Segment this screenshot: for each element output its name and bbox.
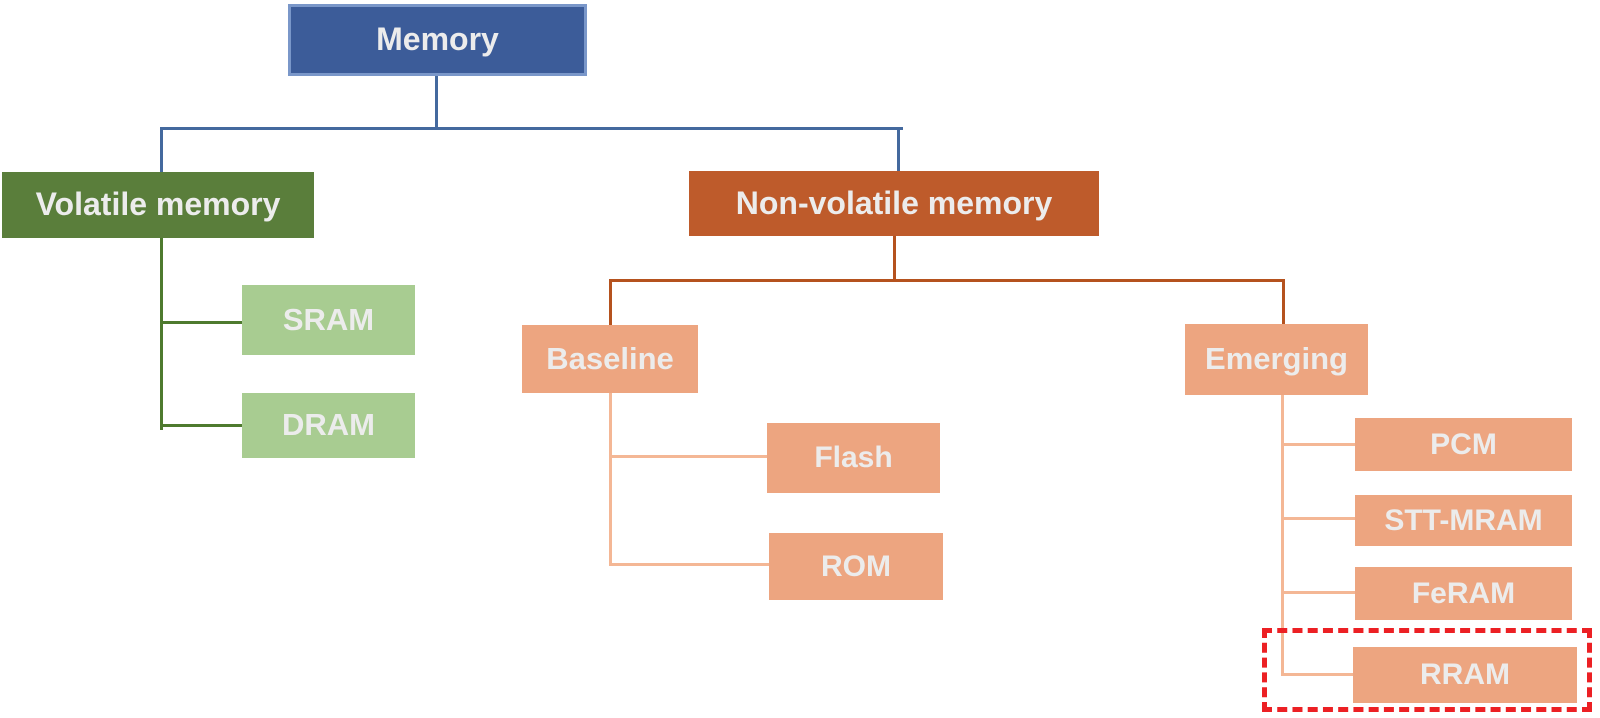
node-flash-label: Flash bbox=[814, 441, 893, 475]
connector-to-sram bbox=[160, 321, 244, 324]
node-stt-mram-label: STT-MRAM bbox=[1384, 503, 1543, 537]
node-nonvolatile-memory: Non-volatile memory bbox=[689, 171, 1099, 236]
node-sram: SRAM bbox=[242, 285, 415, 355]
node-emerging: Emerging bbox=[1185, 324, 1368, 395]
node-flash: Flash bbox=[767, 423, 940, 493]
node-sram-label: SRAM bbox=[282, 301, 375, 337]
node-feram-label: FeRAM bbox=[1411, 576, 1516, 610]
connector-nonvolatile-stem bbox=[893, 236, 896, 282]
node-rom-label: ROM bbox=[821, 549, 891, 583]
connector-to-rram bbox=[1281, 673, 1355, 676]
connector-to-emerging bbox=[1282, 279, 1285, 325]
connector-to-volatile bbox=[160, 127, 163, 173]
node-volatile-memory: Volatile memory bbox=[2, 172, 314, 238]
connector-memory-stem bbox=[435, 76, 438, 129]
node-baseline: Baseline bbox=[522, 325, 698, 393]
node-rram-label: RRAM bbox=[1420, 658, 1510, 692]
node-stt-mram: STT-MRAM bbox=[1355, 495, 1572, 546]
connector-to-nonvolatile bbox=[897, 127, 900, 172]
node-rram: RRAM bbox=[1353, 647, 1577, 703]
connector-emerging-stem bbox=[1281, 395, 1284, 676]
connector-memory-crossbar bbox=[160, 127, 903, 130]
node-baseline-label: Baseline bbox=[546, 340, 674, 376]
node-emerging-label: Emerging bbox=[1205, 341, 1348, 377]
connector-to-pcm bbox=[1281, 443, 1357, 446]
connector-to-feram bbox=[1281, 591, 1357, 594]
node-memory-label: Memory bbox=[376, 21, 499, 58]
connector-nonvolatile-crossbar bbox=[609, 279, 1285, 282]
node-rom: ROM bbox=[769, 533, 943, 600]
node-pcm-label: PCM bbox=[1430, 427, 1497, 461]
connector-to-baseline bbox=[609, 279, 612, 326]
node-feram: FeRAM bbox=[1355, 567, 1572, 620]
node-volatile-memory-label: Volatile memory bbox=[35, 186, 281, 223]
connector-to-rom bbox=[609, 563, 771, 566]
node-nonvolatile-memory-label: Non-volatile memory bbox=[735, 184, 1053, 221]
rram-highlight-outline bbox=[1262, 628, 1592, 712]
node-dram: DRAM bbox=[242, 393, 415, 458]
connector-to-sttmram bbox=[1281, 517, 1357, 520]
node-dram-label: DRAM bbox=[282, 407, 375, 443]
connector-baseline-stem bbox=[609, 393, 612, 566]
connector-to-flash bbox=[609, 455, 769, 458]
node-pcm: PCM bbox=[1355, 418, 1572, 471]
connector-to-dram bbox=[160, 424, 244, 427]
connector-volatile-stem bbox=[160, 238, 163, 430]
node-memory: Memory bbox=[288, 4, 587, 76]
